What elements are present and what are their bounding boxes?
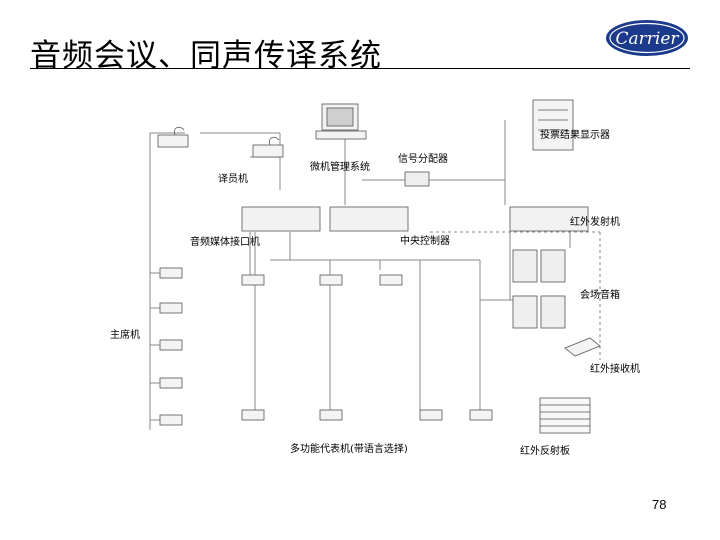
venue-speakers: [512, 249, 566, 329]
media-interface-rack: [241, 206, 321, 232]
interpreter-unit-label: 译员机: [218, 174, 248, 185]
interpreter-unit-group: [157, 126, 284, 158]
vote-display-icon: [532, 99, 574, 151]
ir-radiator-label: 红外反射板: [520, 446, 570, 457]
page-number: 78: [652, 497, 667, 512]
pc-management-icon: [315, 103, 367, 140]
chairman-unit-label: 主席机: [110, 330, 140, 341]
connection-line: [249, 232, 291, 410]
delegate-units: [241, 274, 493, 421]
interpreter-unit: [252, 144, 284, 158]
ir-receiver-icon: [564, 337, 601, 357]
venue-speaker-label: 会场音箱: [580, 290, 620, 301]
connection-line: [480, 232, 515, 301]
rack-units: [241, 206, 589, 232]
chairman-units: [159, 267, 183, 426]
media-interface-label: 音频媒体接口机: [190, 237, 260, 248]
connection-line: [430, 231, 601, 360]
connection-line: [150, 272, 160, 421]
signal-distributor-label: 信号分配器: [398, 154, 448, 165]
connection-line: [270, 259, 481, 410]
vote-display-label: 投票结果显示器: [540, 130, 610, 141]
delegate-unit-label: 多功能代表机(带语言选择): [290, 444, 408, 455]
central-controller-rack: [329, 206, 409, 232]
interpreter-unit: [157, 134, 189, 148]
ir-radiator-panel: [539, 397, 591, 434]
title-underline: [30, 68, 690, 69]
svg-text:Carrier: Carrier: [615, 29, 679, 49]
central-controller-label: 中央控制器: [400, 236, 450, 247]
pc-management-label: 微机管理系统: [310, 162, 370, 173]
ir-transmitter-label: 红外发射机: [570, 217, 620, 228]
ir-transmitter-rack: [509, 206, 589, 232]
ir-receiver-label: 红外接收机: [590, 364, 640, 375]
carrier-logo: Carrier: [606, 20, 688, 56]
signal-distributor-icon: [404, 171, 430, 187]
